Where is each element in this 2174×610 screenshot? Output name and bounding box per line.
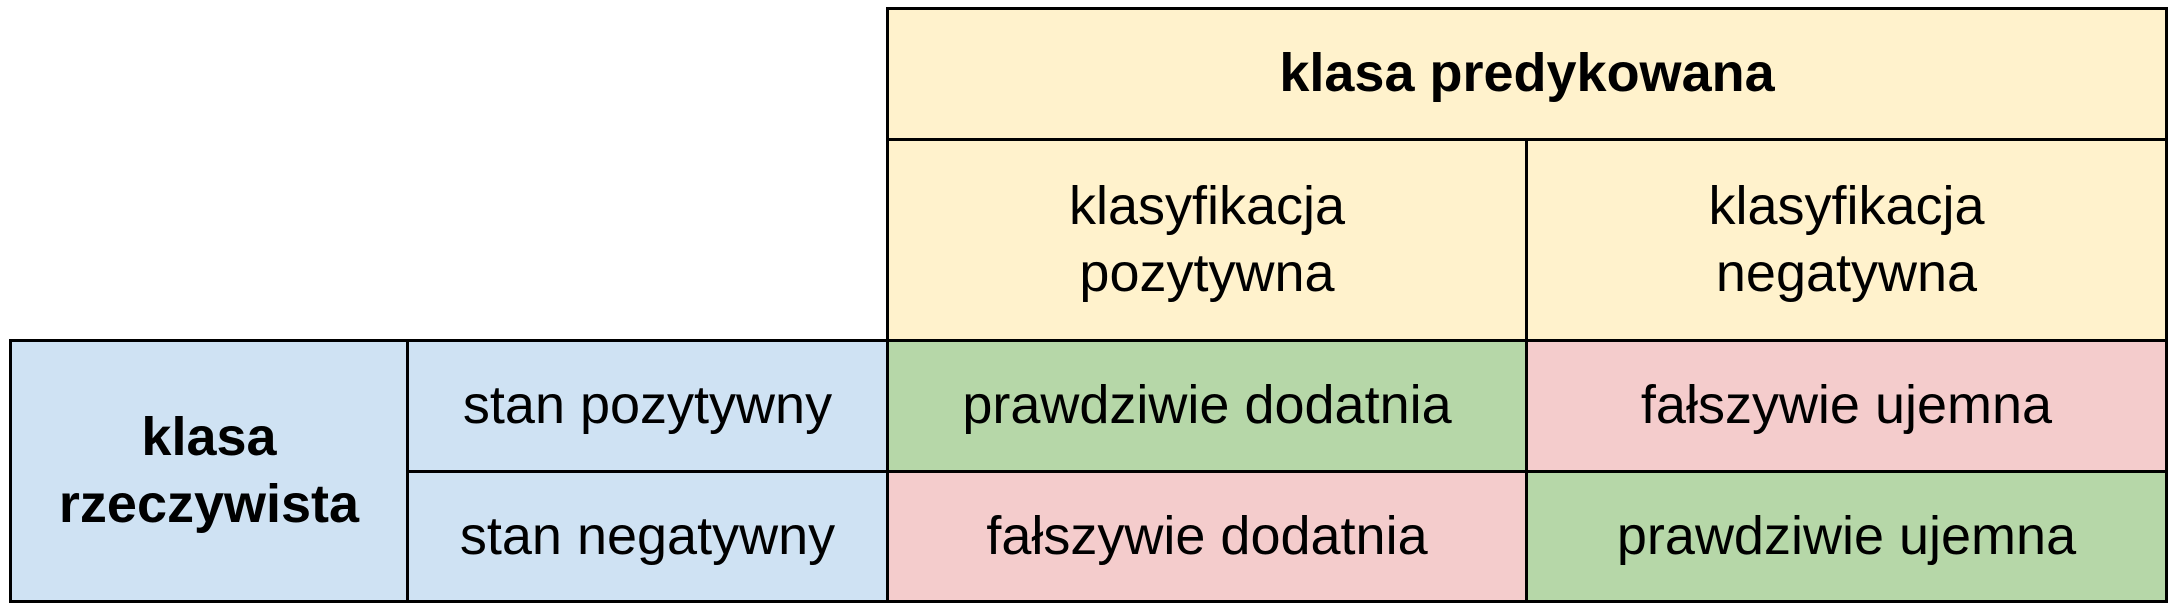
- true-negative-text: prawdziwie ujemna: [1616, 505, 2077, 566]
- predicted-positive-header: klasyfikacja pozytywna: [886, 138, 1528, 342]
- actual-class-header-line1: klasa: [141, 406, 277, 467]
- false-negative-cell: fałszywie ujemna: [1525, 339, 2168, 473]
- false-negative-text: fałszywie ujemna: [1640, 375, 2053, 436]
- false-positive-text: fałszywie dodatnia: [986, 505, 1428, 566]
- actual-negative-text: stan negatywny: [459, 505, 836, 566]
- predicted-class-header: klasa predykowana: [886, 7, 2168, 141]
- false-positive-cell: fałszywie dodatnia: [886, 470, 1528, 603]
- actual-negative-label: stan negatywny: [406, 470, 889, 603]
- predicted-negative-line1: klasyfikacja: [1708, 175, 1985, 236]
- actual-class-header: klasa rzeczywista: [9, 339, 409, 603]
- predicted-positive-line1: klasyfikacja: [1068, 175, 1346, 236]
- actual-positive-label: stan pozytywny: [406, 339, 889, 473]
- predicted-class-header-label: klasa predykowana: [1279, 43, 1775, 104]
- true-negative-cell: prawdziwie ujemna: [1525, 470, 2168, 603]
- predicted-positive-line2: pozytywna: [1079, 243, 1335, 303]
- actual-class-header-line2: rzeczywista: [58, 474, 360, 534]
- actual-positive-text: stan pozytywny: [462, 375, 833, 436]
- predicted-negative-header: klasyfikacja negatywna: [1525, 138, 2168, 342]
- predicted-negative-line2: negatywna: [1715, 243, 1978, 303]
- true-positive-text: prawdziwie dodatnia: [962, 375, 1452, 436]
- true-positive-cell: prawdziwie dodatnia: [886, 339, 1528, 473]
